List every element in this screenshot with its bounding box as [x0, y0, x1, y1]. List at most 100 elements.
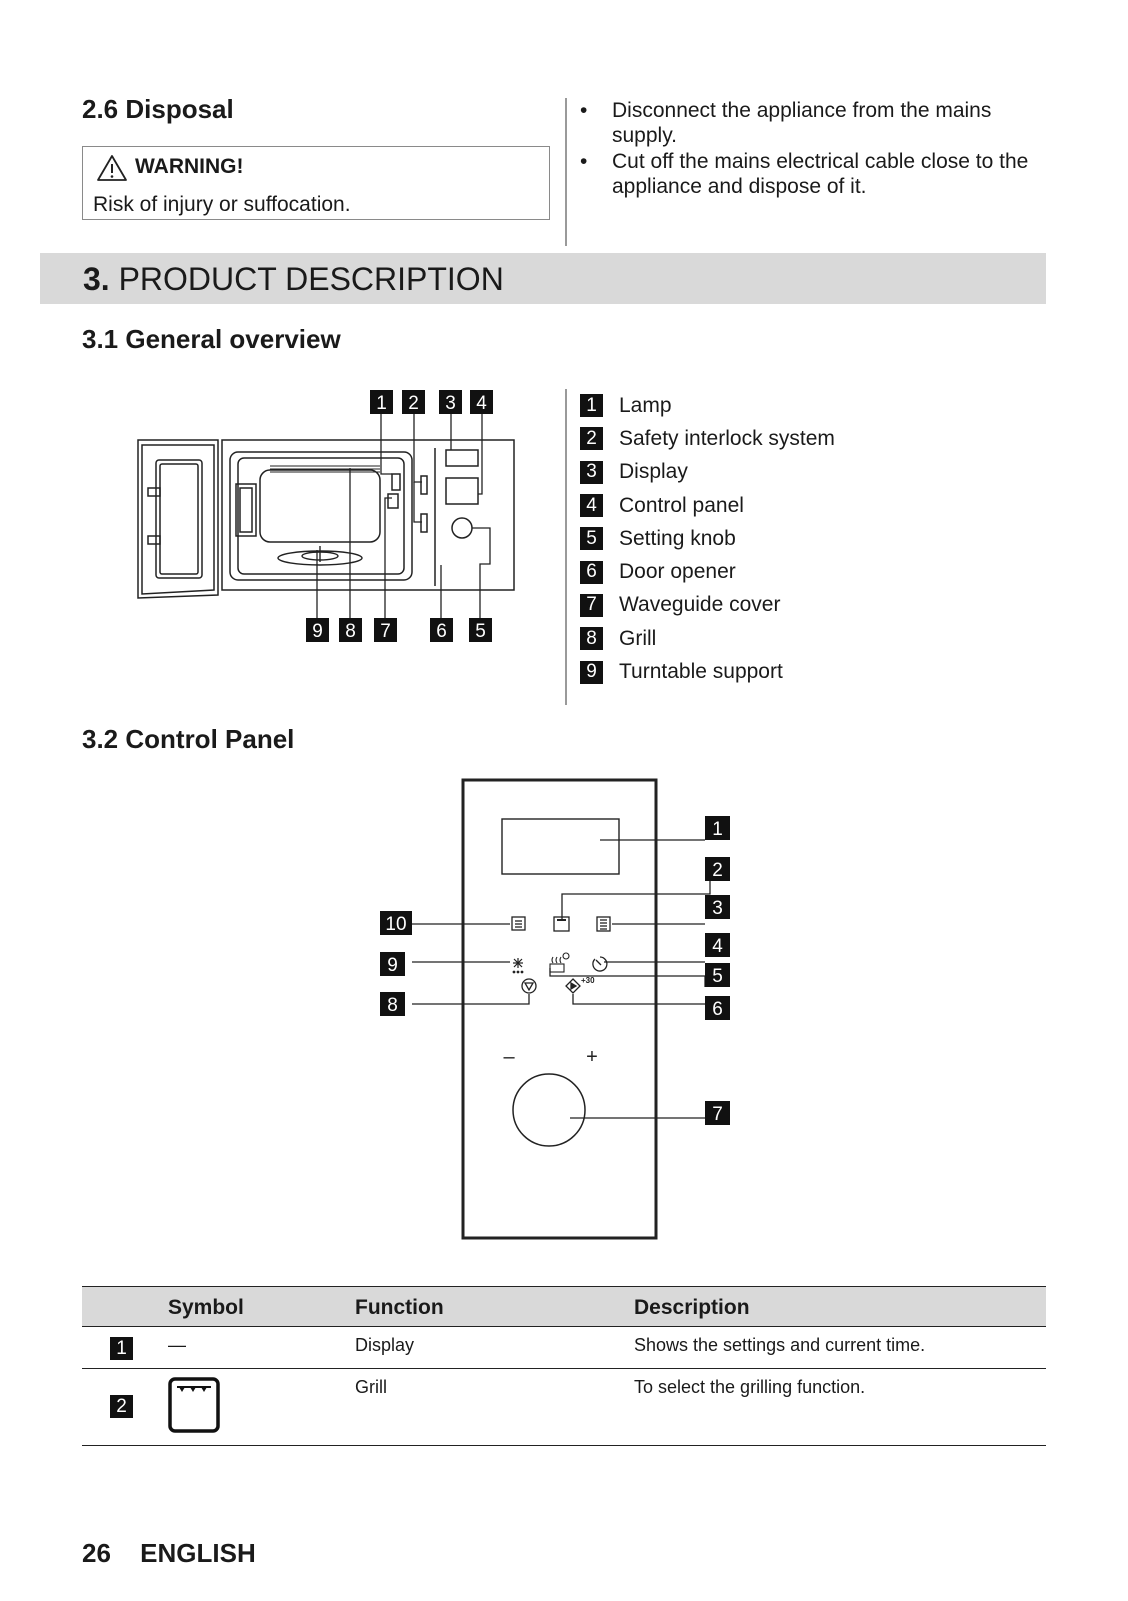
legend-item: 9 Turntable support: [580, 655, 835, 688]
header-description: Description: [634, 1296, 750, 1319]
callout-lines: [316, 414, 491, 618]
disposal-bullets: • Disconnect the appliance from the main…: [580, 98, 1050, 200]
bottom-callouts: 9 8 7 6 5: [306, 618, 492, 642]
svg-text:7: 7: [712, 1104, 723, 1125]
legend-label: Waveguide cover: [619, 593, 781, 617]
legend-number: 3: [580, 460, 603, 484]
svg-text:9: 9: [387, 955, 398, 976]
svg-text:7: 7: [380, 621, 391, 642]
page-footer: 26 ENGLISH: [82, 1538, 256, 1569]
grill-symbol-icon: [168, 1377, 220, 1433]
row-symbol: —: [168, 1335, 186, 1355]
plus-label: +: [586, 1046, 598, 1068]
grill-icon: [553, 916, 570, 932]
legend-item: 1 Lamp: [580, 389, 835, 422]
disposal-heading: 2.6 Disposal: [82, 94, 234, 124]
callout-badge: 6: [705, 996, 730, 1020]
svg-text:3: 3: [445, 393, 456, 414]
legend-number: 4: [580, 494, 603, 518]
svg-text:4: 4: [712, 936, 723, 957]
section-number: 3.: [83, 261, 110, 297]
header-symbol: Symbol: [168, 1296, 244, 1319]
callout-badge: 7: [374, 618, 397, 642]
warning-title: WARNING!: [135, 155, 244, 178]
callout-badge: 5: [469, 618, 492, 642]
callout-badge: 4: [470, 390, 493, 414]
callout-badge: 1: [705, 816, 730, 840]
callout-badge: 10: [380, 911, 412, 935]
column-divider: [565, 98, 567, 246]
legend-label: Turntable support: [619, 660, 783, 684]
microwave-cabinet: [221, 439, 515, 591]
svg-text:8: 8: [387, 995, 398, 1016]
bullet-item: • Cut off the mains electrical cable clo…: [580, 149, 1050, 199]
legend-label: Grill: [619, 626, 657, 650]
row-number: 1: [110, 1337, 133, 1360]
legend-item: 7 Waveguide cover: [580, 589, 835, 622]
legend-number: 7: [580, 593, 603, 617]
row-function: Display: [355, 1335, 415, 1355]
callout-badge: 8: [380, 992, 405, 1016]
svg-text:10: 10: [385, 914, 406, 935]
legend-number: 8: [580, 627, 603, 651]
legend-number: 5: [580, 527, 603, 551]
table-header: Symbol Function Description: [82, 1286, 1046, 1327]
defrost-icon: [512, 958, 524, 974]
row-description: Shows the settings and current time.: [634, 1335, 926, 1355]
legend-number: 2: [580, 427, 603, 451]
svg-text:4: 4: [476, 393, 487, 414]
microwave-diagram: 1 2 3 4 9 8 7 6: [137, 390, 515, 642]
control-panel-heading: 3.2 Control Panel: [82, 724, 295, 754]
svg-text:1: 1: [712, 819, 723, 840]
callout-badge: 2: [402, 390, 425, 414]
callout-badge: 8: [339, 618, 362, 642]
microwave-grill-combi-icon: [511, 916, 526, 931]
svg-text:3: 3: [712, 898, 723, 919]
row-number: 2: [110, 1395, 133, 1418]
panel-outline: [461, 778, 658, 1240]
svg-text:2: 2: [712, 860, 723, 881]
table-row: 2 Grill To select the grilling function.: [82, 1369, 1046, 1446]
legend-item: 6 Door opener: [580, 555, 835, 588]
svg-text:2: 2: [408, 393, 419, 414]
overview-heading: 3.1 General overview: [82, 324, 341, 354]
svg-text:5: 5: [475, 621, 486, 642]
svg-text:5: 5: [712, 966, 723, 987]
row-description: To select the grilling function.: [634, 1377, 866, 1397]
callout-badge: 9: [306, 618, 329, 642]
warning-text: Risk of injury or suffocation.: [93, 193, 351, 216]
bullet-item: • Disconnect the appliance from the main…: [580, 98, 1050, 148]
grill-element: [270, 465, 380, 473]
legend-item: 4 Control panel: [580, 489, 835, 522]
header-function: Function: [355, 1296, 444, 1319]
callout-badge: 2: [705, 857, 730, 881]
legend-label: Door opener: [619, 560, 736, 584]
bullet-text: Disconnect the appliance from the mains …: [612, 99, 992, 147]
section-band: 3. PRODUCT DESCRIPTION: [40, 253, 1046, 304]
legend-item: 2 Safety interlock system: [580, 422, 835, 455]
top-callouts: 1 2 3 4: [370, 390, 493, 414]
legend-label: Lamp: [619, 393, 672, 417]
microwave-icon: [596, 916, 611, 932]
display-window: [501, 818, 620, 875]
auto-cook-icon: [549, 952, 570, 973]
microwave-door: [137, 439, 219, 599]
footer-language: ENGLISH: [140, 1538, 256, 1568]
legend-label: Control panel: [619, 493, 744, 517]
bullet-glyph: •: [580, 150, 588, 173]
start-plus30-label: +30: [581, 976, 595, 985]
start-icon: [565, 978, 581, 994]
svg-text:8: 8: [345, 621, 356, 642]
callout-badge: 6: [430, 618, 453, 642]
svg-text:6: 6: [712, 999, 723, 1020]
legend-label: Safety interlock system: [619, 426, 835, 450]
column-divider: [565, 389, 567, 705]
svg-text:6: 6: [436, 621, 447, 642]
setting-knob: [512, 1073, 586, 1147]
callout-badge: 3: [439, 390, 462, 414]
table-row: 1 — Display Shows the settings and curre…: [82, 1327, 1046, 1369]
callout-badge: 9: [380, 952, 405, 976]
callout-badge: 4: [705, 933, 730, 957]
section-title: 3. PRODUCT DESCRIPTION: [83, 261, 504, 298]
page-number: 26: [82, 1538, 111, 1568]
